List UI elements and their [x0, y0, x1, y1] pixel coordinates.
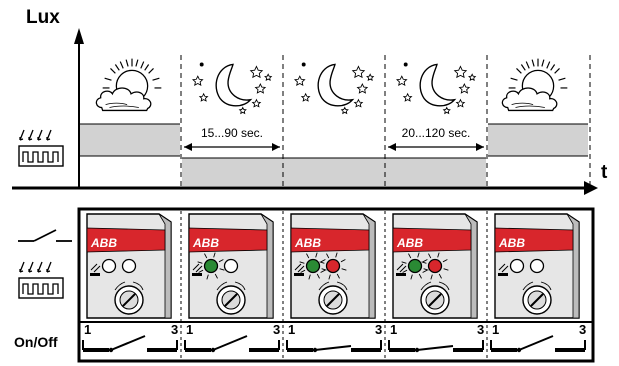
- brand-logo: ABB: [192, 236, 219, 250]
- terminal-3-label: 3: [477, 322, 484, 337]
- lux-high-bar: [488, 124, 588, 156]
- delay-label: 20...120 sec.: [402, 126, 471, 140]
- device-module: ABB: [393, 214, 477, 318]
- led-red: [531, 260, 544, 273]
- light-sensor-icon: [19, 130, 63, 166]
- lux-low-bar: [182, 158, 486, 186]
- device-module: ABB: [87, 214, 171, 318]
- delay-marker-phase4: [388, 143, 484, 151]
- led-green: [511, 260, 524, 273]
- terminal-1-label: 1: [492, 322, 499, 337]
- terminal-1-label: 1: [186, 322, 193, 337]
- time-axis-label: t: [601, 162, 608, 183]
- brand-logo: ABB: [498, 236, 525, 250]
- terminal-3-label: 3: [273, 322, 280, 337]
- brand-logo: ABB: [294, 236, 321, 250]
- terminal-3-label: 3: [171, 322, 178, 337]
- lux-axis-label: Lux: [26, 7, 60, 28]
- led-red: [123, 260, 136, 273]
- led-red: [225, 260, 238, 273]
- led-green: [103, 260, 116, 273]
- device-module: ABB: [189, 214, 273, 318]
- moon-stars-icon: [295, 63, 373, 113]
- lux-axis: [74, 28, 84, 188]
- terminal-3-label: 3: [375, 322, 382, 337]
- brand-logo: ABB: [396, 236, 423, 250]
- led-green: [205, 260, 218, 273]
- led-red: [429, 260, 442, 273]
- sun-cloud-icon: [96, 59, 161, 111]
- sun-cloud-icon: [502, 59, 567, 111]
- terminal-3-label: 3: [579, 322, 586, 337]
- moon-stars-icon: [397, 63, 475, 113]
- terminal-1-label: 1: [390, 322, 397, 337]
- led-red: [327, 260, 340, 273]
- device-module: ABB: [291, 214, 375, 318]
- lux-high-bar: [80, 124, 180, 156]
- device-modules: ABB ABB ABB ABB ABB: [87, 214, 579, 318]
- led-green: [409, 260, 422, 273]
- lux-level-bars: [80, 124, 588, 186]
- delay-marker-phase2: [184, 143, 280, 151]
- terminal-1-label: 1: [84, 322, 91, 337]
- brand-logo: ABB: [90, 236, 117, 250]
- delay-label: 15...90 sec.: [201, 126, 263, 140]
- terminal-1-label: 1: [288, 322, 295, 337]
- light-sensor-icon: [19, 262, 63, 298]
- switch-symbol-icon: [18, 230, 72, 241]
- device-module: ABB: [495, 214, 579, 318]
- led-green: [307, 260, 320, 273]
- on-off-label: On/Off: [14, 334, 58, 350]
- moon-stars-icon: [193, 63, 271, 113]
